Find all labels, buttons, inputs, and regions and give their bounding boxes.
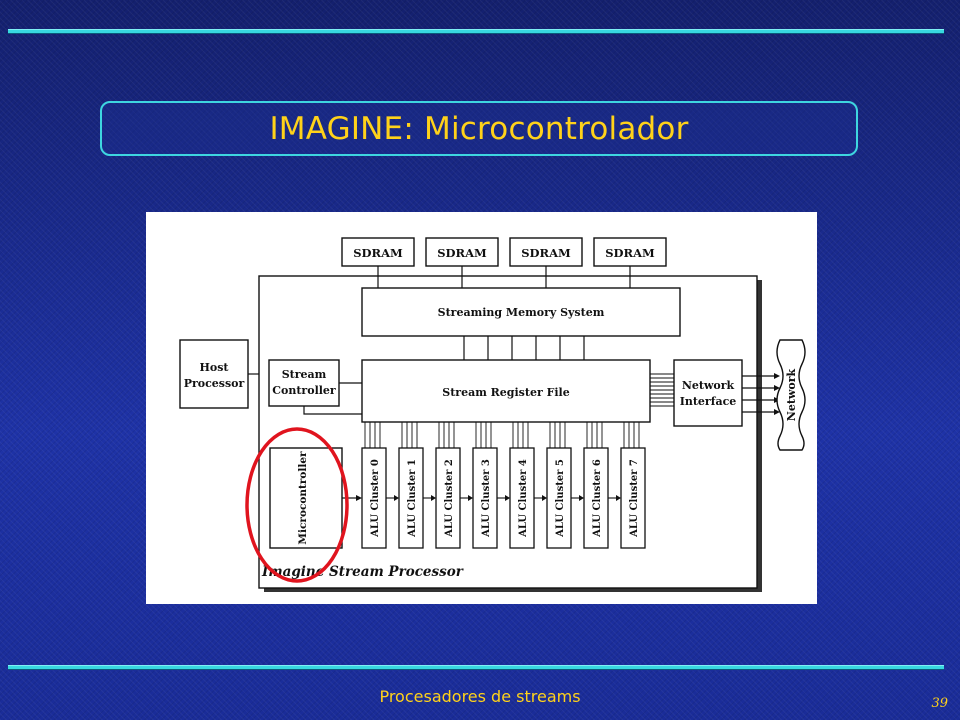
title-box: IMAGINE: Microcontrolador bbox=[100, 101, 858, 156]
network-cloud bbox=[776, 339, 806, 451]
diagram-svg: SDRAM SDRAM SDRAM SDRAM Streaming Memory… bbox=[179, 237, 806, 592]
alu-cluster-label-1: ALU Cluster 1 bbox=[407, 459, 418, 538]
alu-cluster-box-1 bbox=[398, 447, 424, 549]
highlight-ellipse bbox=[245, 427, 349, 583]
microcontroller-label: Microcontroller bbox=[297, 451, 309, 545]
alu-cluster-box-6 bbox=[583, 447, 609, 549]
register-file-box bbox=[361, 359, 651, 423]
register-file-label: Stream Register File bbox=[442, 386, 570, 399]
sdram-label-1: SDRAM bbox=[437, 246, 487, 260]
memory-srf-links bbox=[463, 336, 585, 360]
cluster-arrowheads bbox=[394, 495, 621, 501]
slide-title: IMAGINE: Microcontrolador bbox=[269, 110, 689, 147]
alu-cluster-label-2: ALU Cluster 2 bbox=[444, 459, 455, 538]
bottom-rule bbox=[8, 666, 944, 669]
stream-controller-box bbox=[268, 359, 340, 407]
sdram-label-0: SDRAM bbox=[353, 246, 403, 260]
alu-cluster-box-0 bbox=[361, 447, 387, 549]
alu-cluster-label-7: ALU Cluster 7 bbox=[629, 459, 640, 538]
memory-system-box bbox=[361, 287, 681, 337]
footer-text: Procesadores de streams bbox=[379, 687, 581, 706]
host-processor-label-1: Host bbox=[199, 361, 229, 374]
srf-cluster-links bbox=[364, 422, 640, 448]
page-number: 39 bbox=[931, 696, 948, 711]
sdram-box-1 bbox=[425, 237, 499, 267]
diagram-caption: Imagine Stream Processor bbox=[261, 564, 464, 580]
alu-cluster-box-3 bbox=[472, 447, 498, 549]
sdram-group: SDRAM SDRAM SDRAM SDRAM bbox=[341, 237, 667, 288]
memory-system-label: Streaming Memory System bbox=[438, 306, 605, 319]
network-interface-label-1: Network bbox=[682, 379, 735, 392]
network-interface-box bbox=[673, 359, 743, 427]
sdram-label-2: SDRAM bbox=[521, 246, 571, 260]
alu-cluster-box-7 bbox=[620, 447, 646, 549]
srf-network-bus bbox=[650, 373, 674, 407]
microcontroller-box bbox=[269, 447, 343, 549]
alu-cluster-label-0: ALU Cluster 0 bbox=[370, 459, 381, 538]
network-interface-label-2: Interface bbox=[680, 395, 737, 408]
sdram-box-0 bbox=[341, 237, 415, 267]
alu-cluster-label-5: ALU Cluster 5 bbox=[555, 459, 566, 538]
imagine-diagram: SDRAM SDRAM SDRAM SDRAM Streaming Memory… bbox=[146, 212, 817, 604]
top-rule bbox=[8, 30, 944, 33]
host-processor-label-2: Processor bbox=[184, 377, 245, 390]
host-processor-box bbox=[179, 339, 249, 409]
alu-cluster-label-6: ALU Cluster 6 bbox=[592, 459, 603, 538]
stream-controller-label-2: Controller bbox=[272, 384, 336, 397]
network-links bbox=[742, 375, 774, 413]
network-label: Network bbox=[785, 368, 798, 421]
sdram-label-3: SDRAM bbox=[605, 246, 655, 260]
alu-cluster-box-4 bbox=[509, 447, 535, 549]
alu-cluster-label-3: ALU Cluster 3 bbox=[481, 459, 492, 538]
stream-controller-label-1: Stream bbox=[282, 368, 327, 381]
alu-cluster-label-4: ALU Cluster 4 bbox=[518, 459, 529, 538]
